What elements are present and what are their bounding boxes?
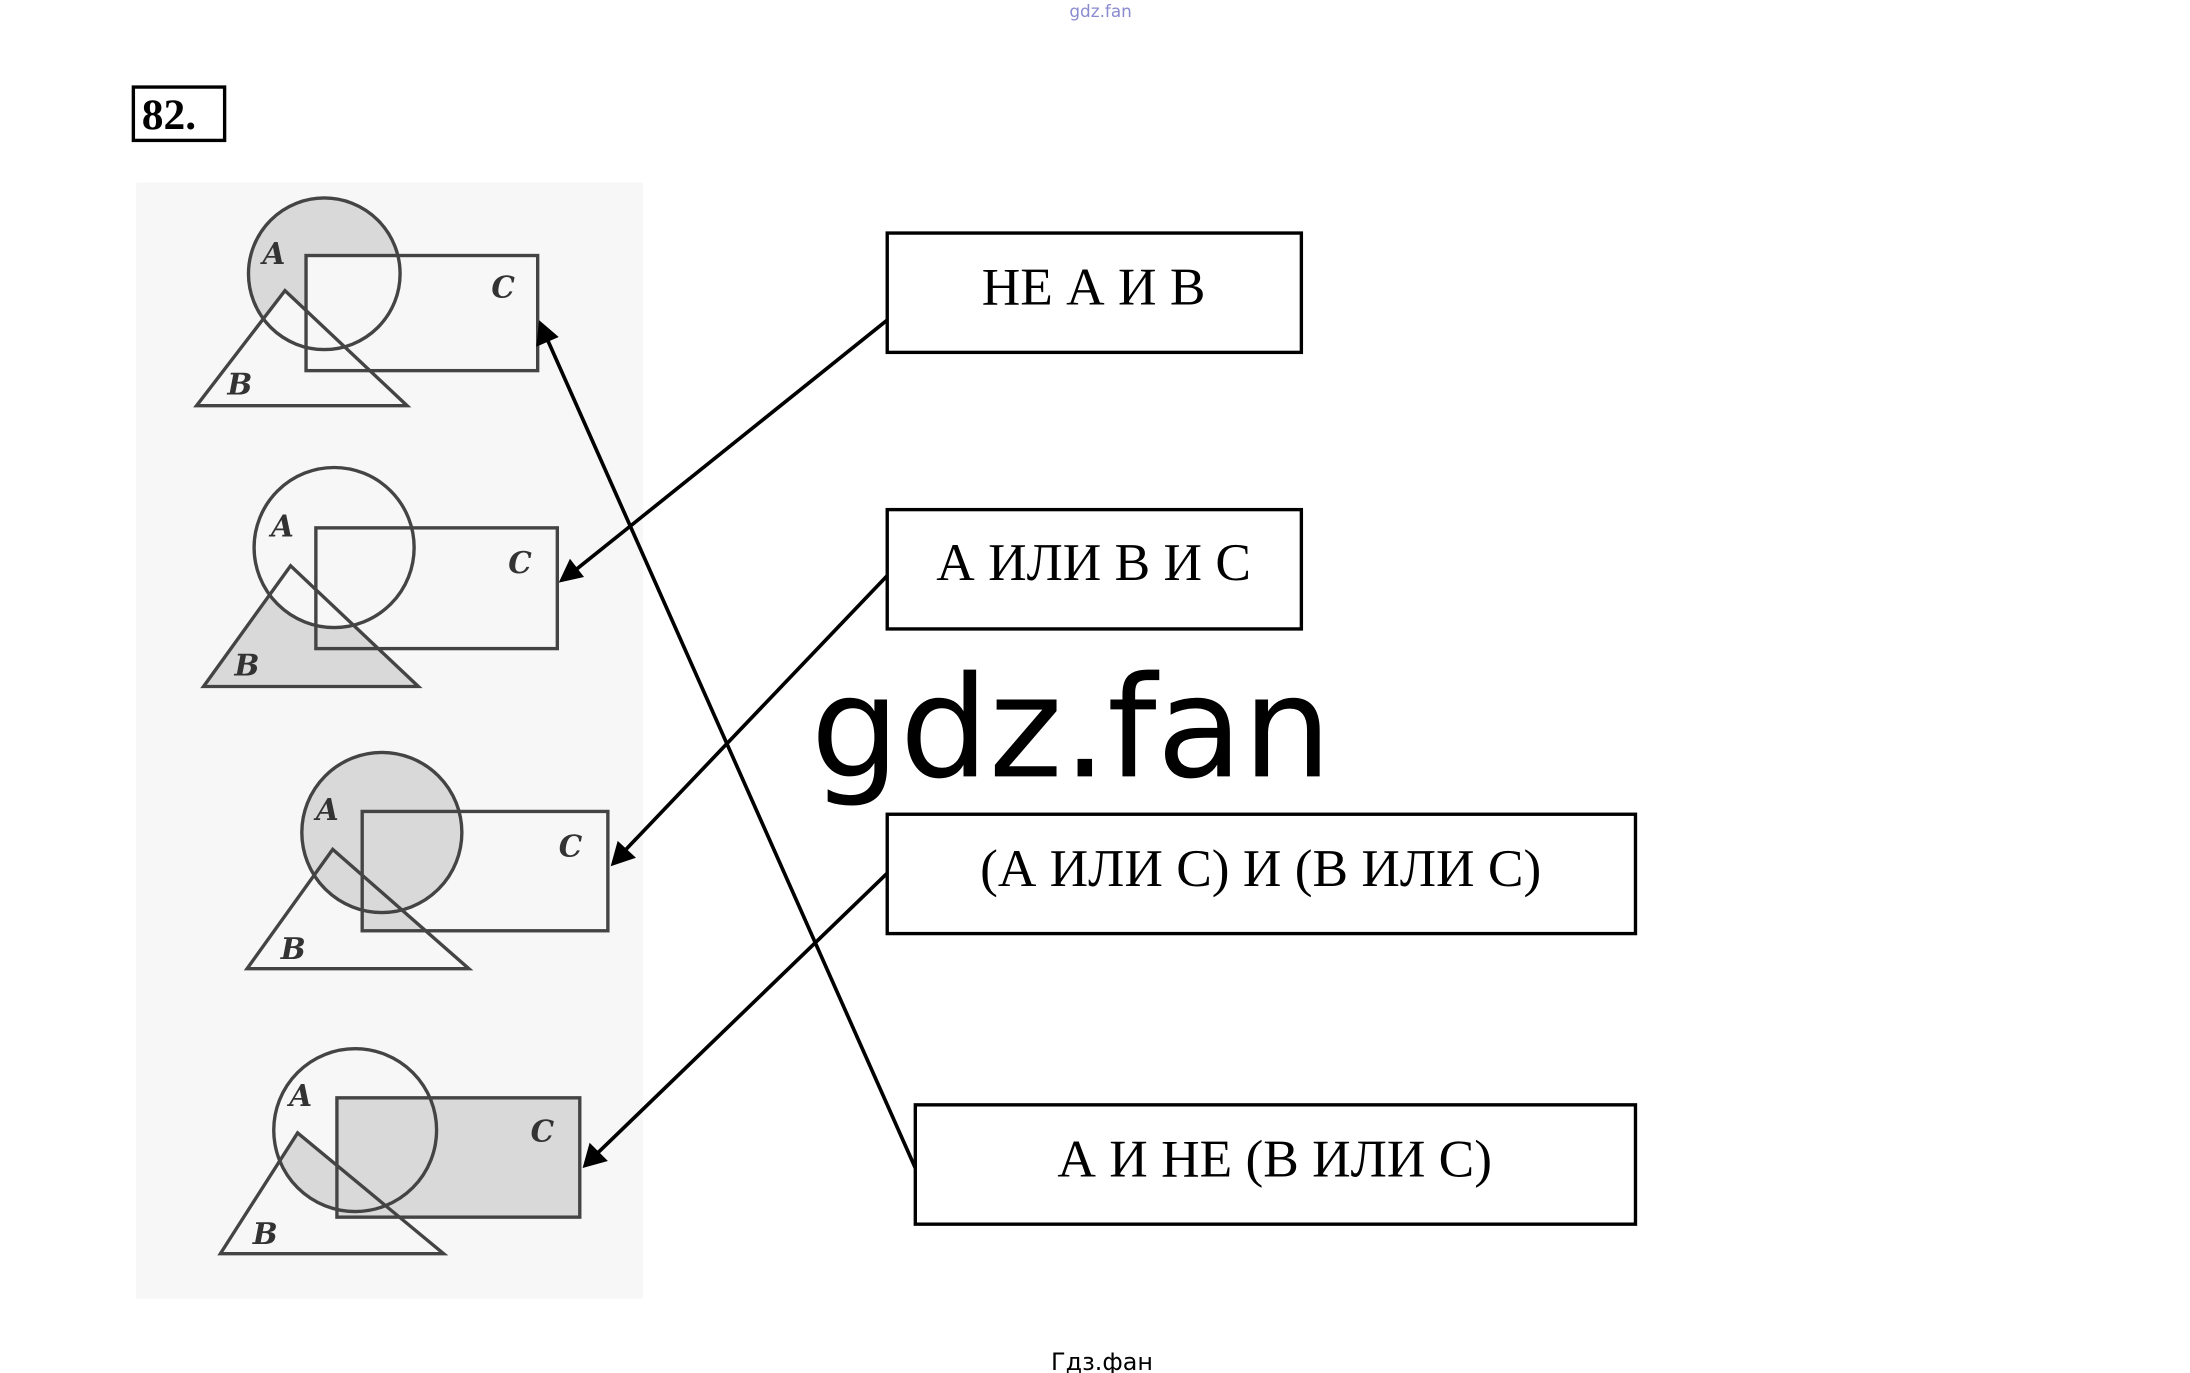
arrow-expr2-to-diagram3 xyxy=(610,574,889,867)
set-label-a: A xyxy=(260,236,286,271)
set-label-c: C xyxy=(508,545,532,580)
problem-number-text: 82. xyxy=(142,91,196,139)
set-label-c: C xyxy=(491,270,515,305)
arrow-expr4-to-diagram1 xyxy=(536,320,917,1169)
expression-text: А И НЕ (В ИЛИ С) xyxy=(1057,1128,1492,1188)
expression-text: (А ИЛИ С) И (В ИЛИ С) xyxy=(980,838,1541,898)
venn-diagram-2: A C B xyxy=(200,465,560,689)
set-label-b: B xyxy=(233,647,259,682)
problem-number: 82. xyxy=(131,85,227,143)
footer-text: Гдз.фан xyxy=(1051,1348,1153,1373)
venn-diagram-1: A C B xyxy=(193,196,540,408)
top-watermark: gdz.fan xyxy=(1069,1,1131,21)
watermark: gdz.fan xyxy=(811,647,1332,810)
expression-text: А ИЛИ В И С xyxy=(936,532,1251,592)
expression-box-4: А И НЕ (В ИЛИ С) xyxy=(913,1103,1638,1226)
set-label-b: B xyxy=(252,1216,278,1251)
set-label-b: B xyxy=(226,367,252,402)
expression-box-3: (А ИЛИ С) И (В ИЛИ С) xyxy=(885,812,1638,936)
set-label-c: C xyxy=(531,1113,555,1148)
set-label-c: C xyxy=(559,828,583,863)
venn-diagram-4: A C B xyxy=(217,1047,582,1256)
arrow-expr1-to-diagram2 xyxy=(558,318,889,583)
set-label-a: A xyxy=(268,508,294,543)
set-label-a: A xyxy=(313,792,339,827)
arrow-expr3-to-diagram4 xyxy=(582,871,889,1169)
set-label-b: B xyxy=(280,931,306,966)
expression-text: НЕ А И В xyxy=(982,257,1206,317)
expression-box-1: НЕ А И В xyxy=(885,231,1304,355)
set-label-a: A xyxy=(286,1078,312,1113)
venn-diagram-3: A C B xyxy=(243,750,610,971)
expression-box-2: А ИЛИ В И С xyxy=(885,507,1304,631)
